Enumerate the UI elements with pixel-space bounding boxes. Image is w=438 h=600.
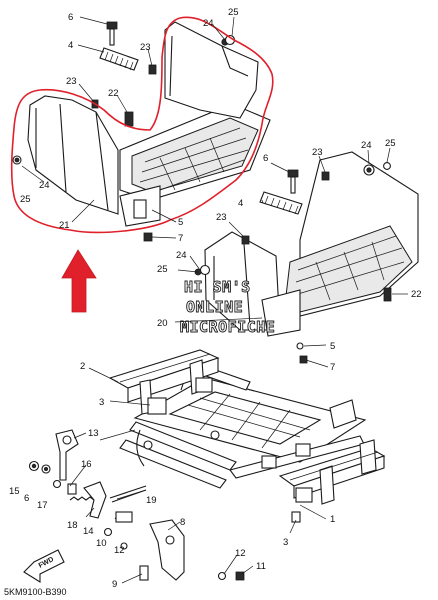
brake-pedal-parts <box>28 429 301 581</box>
callout-13: 13 <box>88 428 99 439</box>
callout-11: 11 <box>256 561 266 572</box>
callout-20: 20 <box>157 318 168 329</box>
callout-numbers: 6 24 25 4 23 22 23 24 25 21 5 7 6 23 24 … <box>9 7 422 590</box>
callout-12: 12 <box>114 545 125 556</box>
callout-18: 18 <box>67 520 78 531</box>
fwd-arrow-icon: FWD <box>23 549 65 583</box>
callout-6: 6 <box>24 493 29 504</box>
callout-23: 23 <box>66 76 77 87</box>
callout-23: 23 <box>216 212 227 223</box>
leader-lines <box>21 16 408 584</box>
callout-3: 3 <box>283 537 288 548</box>
callout-22: 22 <box>108 88 119 99</box>
watermark-line-1: HI SM'S <box>184 278 251 296</box>
callout-15: 15 <box>9 486 20 497</box>
figure-code: 5KM9100-B390 <box>4 587 67 597</box>
callout-25: 25 <box>157 264 168 275</box>
callout-5: 5 <box>178 217 183 228</box>
watermark-line-2: ONLINE <box>186 298 243 316</box>
callout-9: 9 <box>112 579 117 590</box>
callout-24: 24 <box>176 250 187 261</box>
callout-21: 21 <box>59 220 70 231</box>
callout-12: 12 <box>235 548 246 559</box>
callout-6: 6 <box>263 153 268 164</box>
frame-assembly <box>99 367 367 489</box>
callout-2: 2 <box>80 361 85 372</box>
callout-4: 4 <box>68 40 73 51</box>
footrest-bracket-right <box>278 439 386 505</box>
callout-24: 24 <box>361 140 372 151</box>
callout-23: 23 <box>312 147 323 158</box>
callout-7: 7 <box>330 362 335 373</box>
footrest-right <box>194 151 419 364</box>
callout-7: 7 <box>178 233 183 244</box>
callout-24: 24 <box>39 180 50 191</box>
footrest-bracket-left <box>108 349 220 415</box>
callout-25: 25 <box>20 194 31 205</box>
callout-8: 8 <box>180 517 185 528</box>
callout-23: 23 <box>140 42 151 53</box>
callout-3: 3 <box>99 397 104 408</box>
callout-5: 5 <box>330 341 335 352</box>
watermark-line-3: MICROFICHE <box>180 318 275 336</box>
callout-16: 16 <box>81 459 92 470</box>
callout-25: 25 <box>228 7 239 18</box>
callout-4: 4 <box>238 198 243 209</box>
callout-17: 17 <box>37 500 48 511</box>
callout-1: 1 <box>330 514 335 525</box>
highlight-outline <box>10 16 274 234</box>
callout-22: 22 <box>411 289 422 300</box>
callout-6: 6 <box>68 12 73 23</box>
callout-19: 19 <box>146 495 157 506</box>
callout-25: 25 <box>385 138 396 149</box>
callout-14: 14 <box>83 526 94 537</box>
watermark: HI SM'S ONLINE MICROFICHE <box>180 278 276 337</box>
footrest-left <box>12 21 271 242</box>
red-pointer-arrow <box>61 249 97 313</box>
callout-10: 10 <box>96 538 107 549</box>
callout-24: 24 <box>203 18 214 29</box>
